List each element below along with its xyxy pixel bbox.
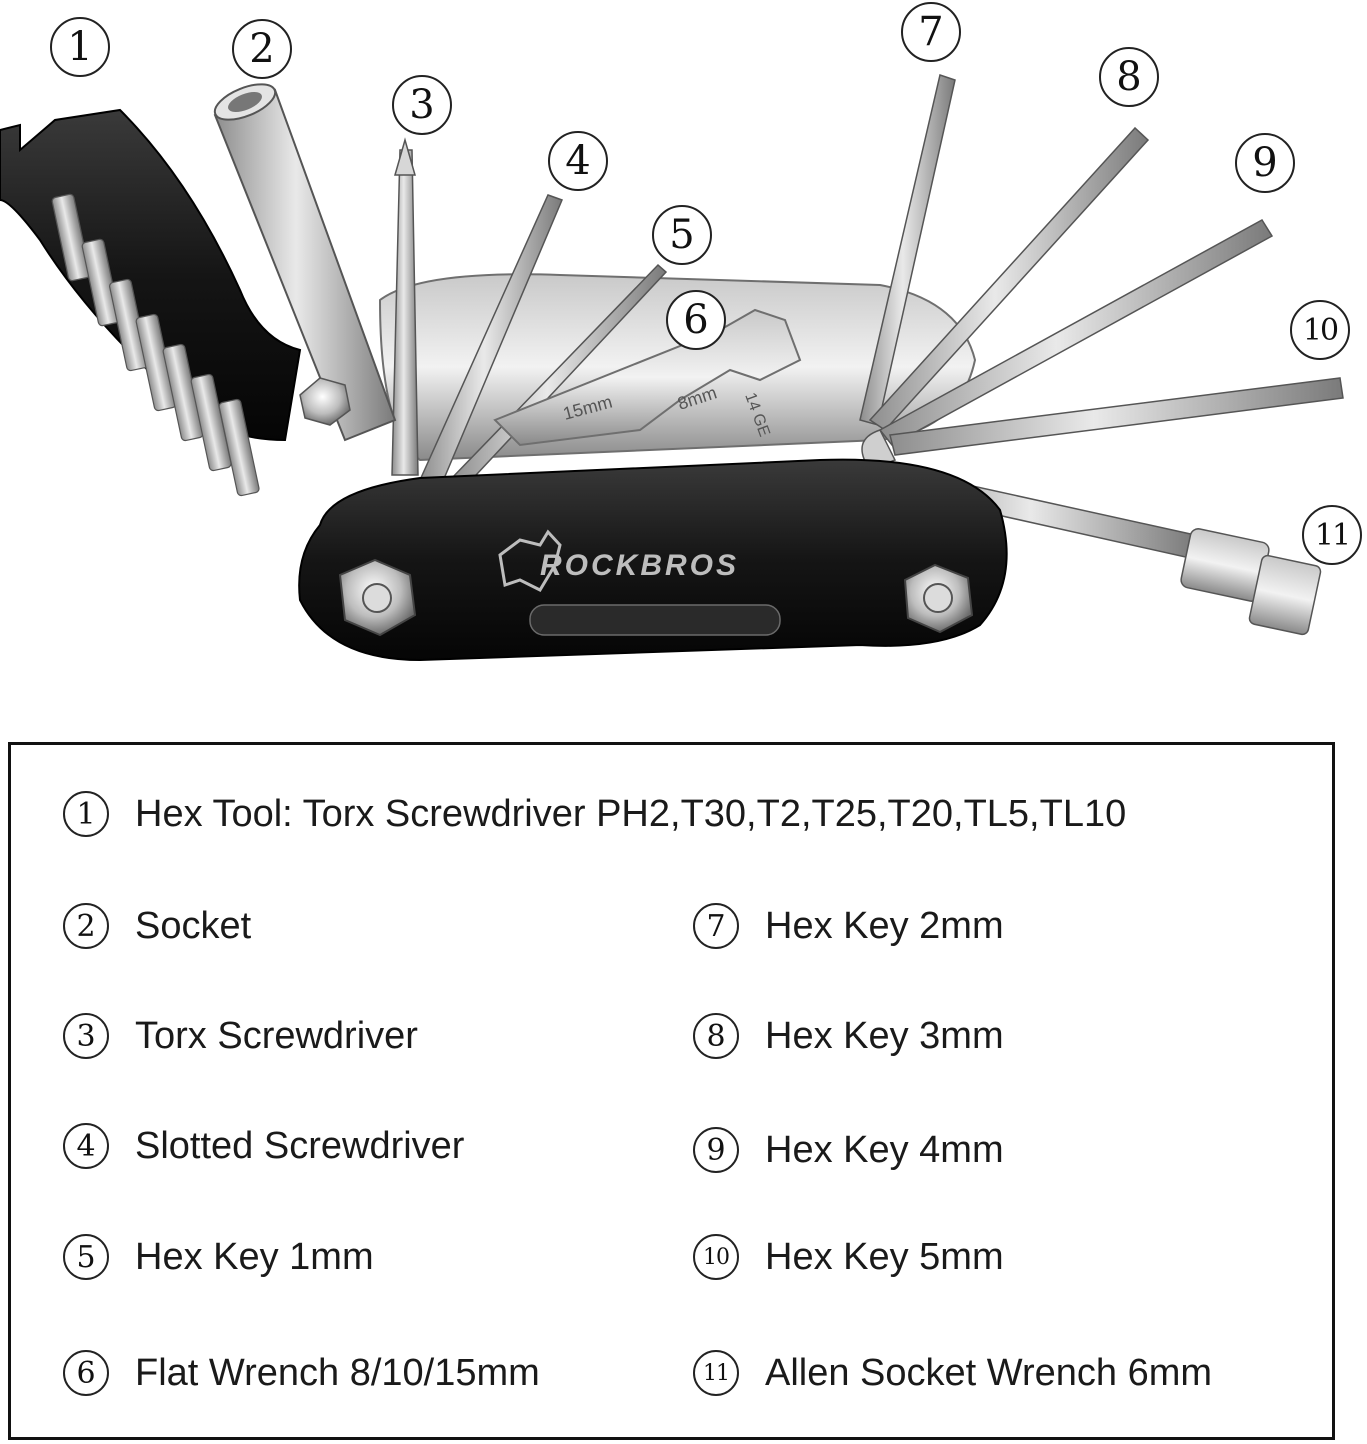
legend-item-10: 10 Hex Key 5mm	[693, 1232, 1004, 1282]
black-body: ROCKBROS	[298, 458, 1008, 662]
callout-1: 1	[50, 17, 110, 77]
torx-bit-holder	[0, 108, 351, 497]
brand-logo	[498, 529, 562, 592]
multi-tool-drawing: 15mm 8mm 14 GE	[0, 74, 1344, 662]
legend-number: 8	[693, 1013, 739, 1059]
legend-item-8: 8 Hex Key 3mm	[693, 1011, 1004, 1061]
legend-label: Slotted Screwdriver	[135, 1124, 465, 1167]
legend-number: 4	[63, 1123, 109, 1169]
legend-number: 2	[63, 903, 109, 949]
legend-number: 6	[63, 1350, 109, 1396]
callout-8: 8	[1099, 47, 1159, 107]
multi-tool-illustration: 15mm 8mm 14 GE	[0, 0, 1367, 700]
legend-label: Hex Key 2mm	[765, 904, 1004, 947]
callout-10: 10	[1290, 300, 1350, 360]
legend-label: Hex Key 1mm	[135, 1235, 374, 1278]
legend-label: Hex Key 3mm	[765, 1014, 1004, 1057]
callout-3: 3	[392, 75, 452, 135]
callout-2: 2	[232, 19, 292, 79]
legend-number: 11	[693, 1350, 739, 1396]
legend-item-2: 2 Socket	[63, 901, 251, 951]
screwdrivers	[391, 137, 668, 492]
legend-number: 3	[63, 1013, 109, 1059]
legend-item-11: 11 Allen Socket Wrench 6mm	[693, 1348, 1212, 1398]
legend-box: 1 Hex Tool: Torx Screwdriver PH2,T30,T2,…	[8, 742, 1335, 1440]
legend-label: Socket	[135, 904, 252, 947]
callout-7: 7	[901, 2, 961, 62]
callout-9: 9	[1235, 133, 1295, 193]
legend-label: Torx Screwdriver	[135, 1014, 418, 1057]
legend-label: Allen Socket Wrench 6mm	[765, 1351, 1213, 1394]
legend-label: Hex Tool: Torx Screwdriver PH2,T30,T2,T2…	[135, 792, 1127, 835]
legend-label: Flat Wrench 8/10/15mm	[135, 1351, 540, 1394]
callout-4: 4	[548, 131, 608, 191]
legend-number: 9	[693, 1127, 739, 1173]
flat-wrench: 15mm 8mm 14 GE	[493, 308, 802, 447]
legend-item-6: 6 Flat Wrench 8/10/15mm	[63, 1348, 540, 1398]
legend-number: 7	[693, 903, 739, 949]
callout-6: 6	[666, 290, 726, 350]
legend-item-7: 7 Hex Key 2mm	[693, 901, 1004, 951]
legend-item-9: 9 Hex Key 4mm	[693, 1125, 1004, 1175]
legend-item-5: 5 Hex Key 1mm	[63, 1232, 374, 1282]
legend-number: 10	[693, 1234, 739, 1280]
brand-logo-text: ROCKBROS	[540, 549, 739, 582]
legend-item-3: 3 Torx Screwdriver	[63, 1011, 418, 1061]
socket	[213, 83, 397, 442]
callout-11: 11	[1302, 505, 1362, 565]
legend-item-1: 1 Hex Tool: Torx Screwdriver PH2,T30,T2,…	[63, 789, 1126, 839]
callout-5: 5	[652, 205, 712, 265]
legend-item-4: 4 Slotted Screwdriver	[63, 1121, 464, 1171]
legend-label: Hex Key 5mm	[765, 1235, 1004, 1278]
legend-number: 1	[63, 791, 109, 837]
legend-number: 5	[63, 1234, 109, 1280]
legend-label: Hex Key 4mm	[765, 1128, 1004, 1171]
